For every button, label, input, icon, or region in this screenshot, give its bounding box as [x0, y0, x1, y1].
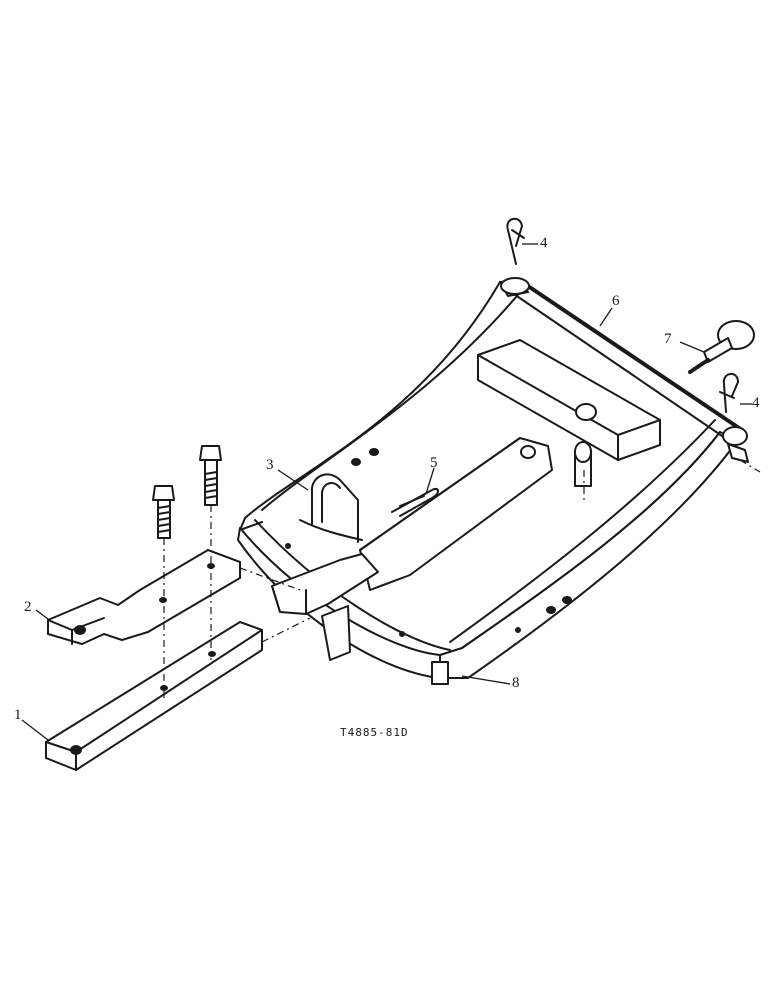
leader-lines [21, 243, 752, 741]
callout-2: 2 [24, 599, 32, 615]
assembly-lines [163, 459, 761, 700]
drawbar-arm [271, 437, 553, 661]
callout-1: 1 [14, 707, 22, 723]
drawing-code: T4885-81D [340, 726, 409, 739]
drawbar-part-1 [45, 621, 263, 771]
hair-clip-part-4-right [719, 373, 739, 413]
callout-7: 7 [664, 331, 672, 347]
hitch-pin-part-7 [688, 320, 755, 374]
u-bolt-part-3 [299, 473, 363, 543]
hair-pin-part-5 [391, 488, 439, 517]
callout-8: 8 [512, 675, 520, 691]
bolt-front [152, 485, 175, 539]
cross-member [477, 339, 661, 487]
callout-3: 3 [266, 457, 274, 473]
clevis-plate-part-2 [47, 549, 241, 645]
hair-clip-part-4-top [506, 217, 525, 265]
frame-part-8 [237, 279, 739, 685]
bolt-rear [199, 445, 222, 506]
callout-5: 5 [430, 455, 438, 471]
callout-4-right: 4 [752, 395, 760, 411]
callout-4-top: 4 [540, 235, 548, 251]
callout-6: 6 [612, 293, 620, 309]
cross-tube-part-6 [500, 277, 749, 463]
